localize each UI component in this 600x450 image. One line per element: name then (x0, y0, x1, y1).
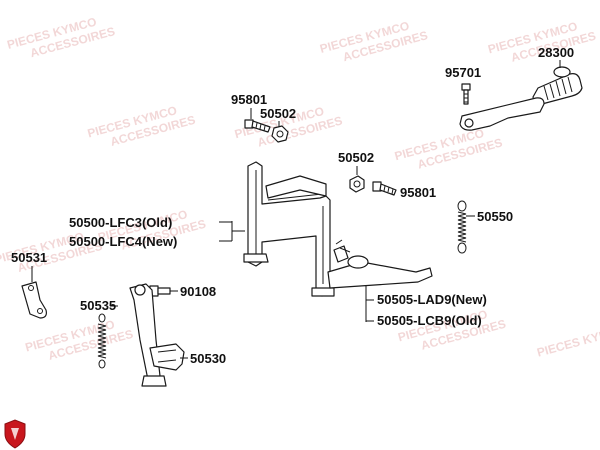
part-label-50505-lad9: 50505-LAD9(New) (377, 292, 487, 307)
part-label-50500-lfc3: 50500-LFC3(Old) (69, 215, 172, 230)
part-label-90108: 90108 (180, 284, 216, 299)
spring-50550 (457, 200, 467, 254)
kick-arm (459, 97, 545, 131)
part-label-95801-mid: 95801 (400, 185, 436, 200)
part-label-95801-top: 95801 (231, 92, 267, 107)
part-label-28300: 28300 (538, 45, 574, 60)
part-label-50500-lfc4: 50500-LFC4(New) (69, 234, 177, 249)
watermark-text: PIECES KYMCO (535, 322, 600, 359)
spring-50535 (97, 313, 107, 369)
part-label-95701: 95701 (445, 65, 481, 80)
part-label-50550: 50550 (477, 209, 513, 224)
bolt-95801-top (244, 119, 271, 133)
nut-50502-top (271, 125, 289, 143)
part-label-50505-lcb9: 50505-LCB9(Old) (377, 313, 482, 328)
part-label-50531: 50531 (11, 250, 47, 265)
bolt-95701 (461, 83, 471, 105)
stand-foot-plate-50505 (327, 239, 433, 289)
part-label-50530: 50530 (190, 351, 226, 366)
plate-50531 (21, 281, 47, 319)
part-label-50502-mid: 50502 (338, 150, 374, 165)
part-label-50535: 50535 (80, 298, 116, 313)
bolt-90108 (149, 285, 171, 297)
bolt-95801-mid (372, 181, 397, 196)
main-stand-50500 (243, 161, 335, 297)
brand-logo (4, 419, 26, 449)
nut-50502-mid (349, 175, 365, 193)
part-label-50502-top: 50502 (260, 106, 296, 121)
side-stand-50530 (129, 283, 185, 387)
